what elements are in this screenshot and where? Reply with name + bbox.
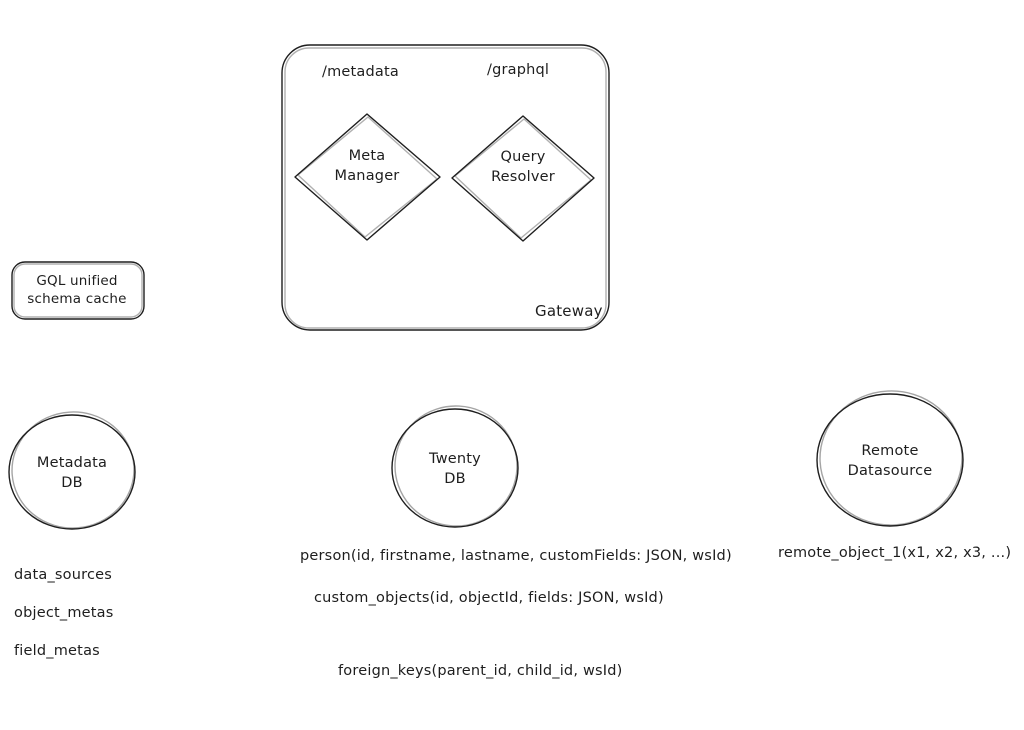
metadata-db-tables: data_sources object_metas field_metas bbox=[14, 547, 114, 680]
query-resolver-label: Query Resolver bbox=[491, 149, 555, 185]
metadata-db-table-data-sources: data_sources bbox=[14, 567, 113, 583]
metadata-db-circle bbox=[8, 411, 136, 530]
meta-manager-diamond bbox=[294, 113, 441, 241]
endpoint-metadata-label: /metadata bbox=[322, 64, 399, 80]
schema-cache-label: GQL unified schema cache bbox=[27, 273, 127, 307]
twenty-db-table-person: person(id, firstname, lastname, customFi… bbox=[300, 548, 732, 564]
schema-cache-box bbox=[11, 261, 145, 320]
gateway-box bbox=[281, 44, 610, 331]
metadata-db-table-object-metas: object_metas bbox=[14, 605, 114, 621]
query-resolver-diamond bbox=[451, 115, 595, 242]
twenty-db-label: Twenty DB bbox=[429, 451, 481, 487]
remote-datasource-circle bbox=[816, 390, 964, 527]
gateway-label: Gateway bbox=[535, 302, 603, 320]
remote-datasource-label: Remote Datasource bbox=[847, 443, 933, 479]
twenty-db-table-foreign-keys: foreign_keys(parent_id, child_id, wsId) bbox=[338, 663, 623, 679]
meta-manager-label: Meta Manager bbox=[334, 148, 400, 184]
endpoint-graphql-label: /graphql bbox=[487, 62, 550, 78]
metadata-db-table-field-metas: field_metas bbox=[14, 643, 100, 659]
twenty-db-table-custom-objects: custom_objects(id, objectId, fields: JSO… bbox=[314, 590, 664, 606]
remote-datasource-table: remote_object_1(x1, x2, x3, ...) bbox=[778, 545, 1012, 561]
twenty-db-circle bbox=[391, 405, 519, 528]
metadata-db-label: Metadata DB bbox=[36, 455, 108, 491]
